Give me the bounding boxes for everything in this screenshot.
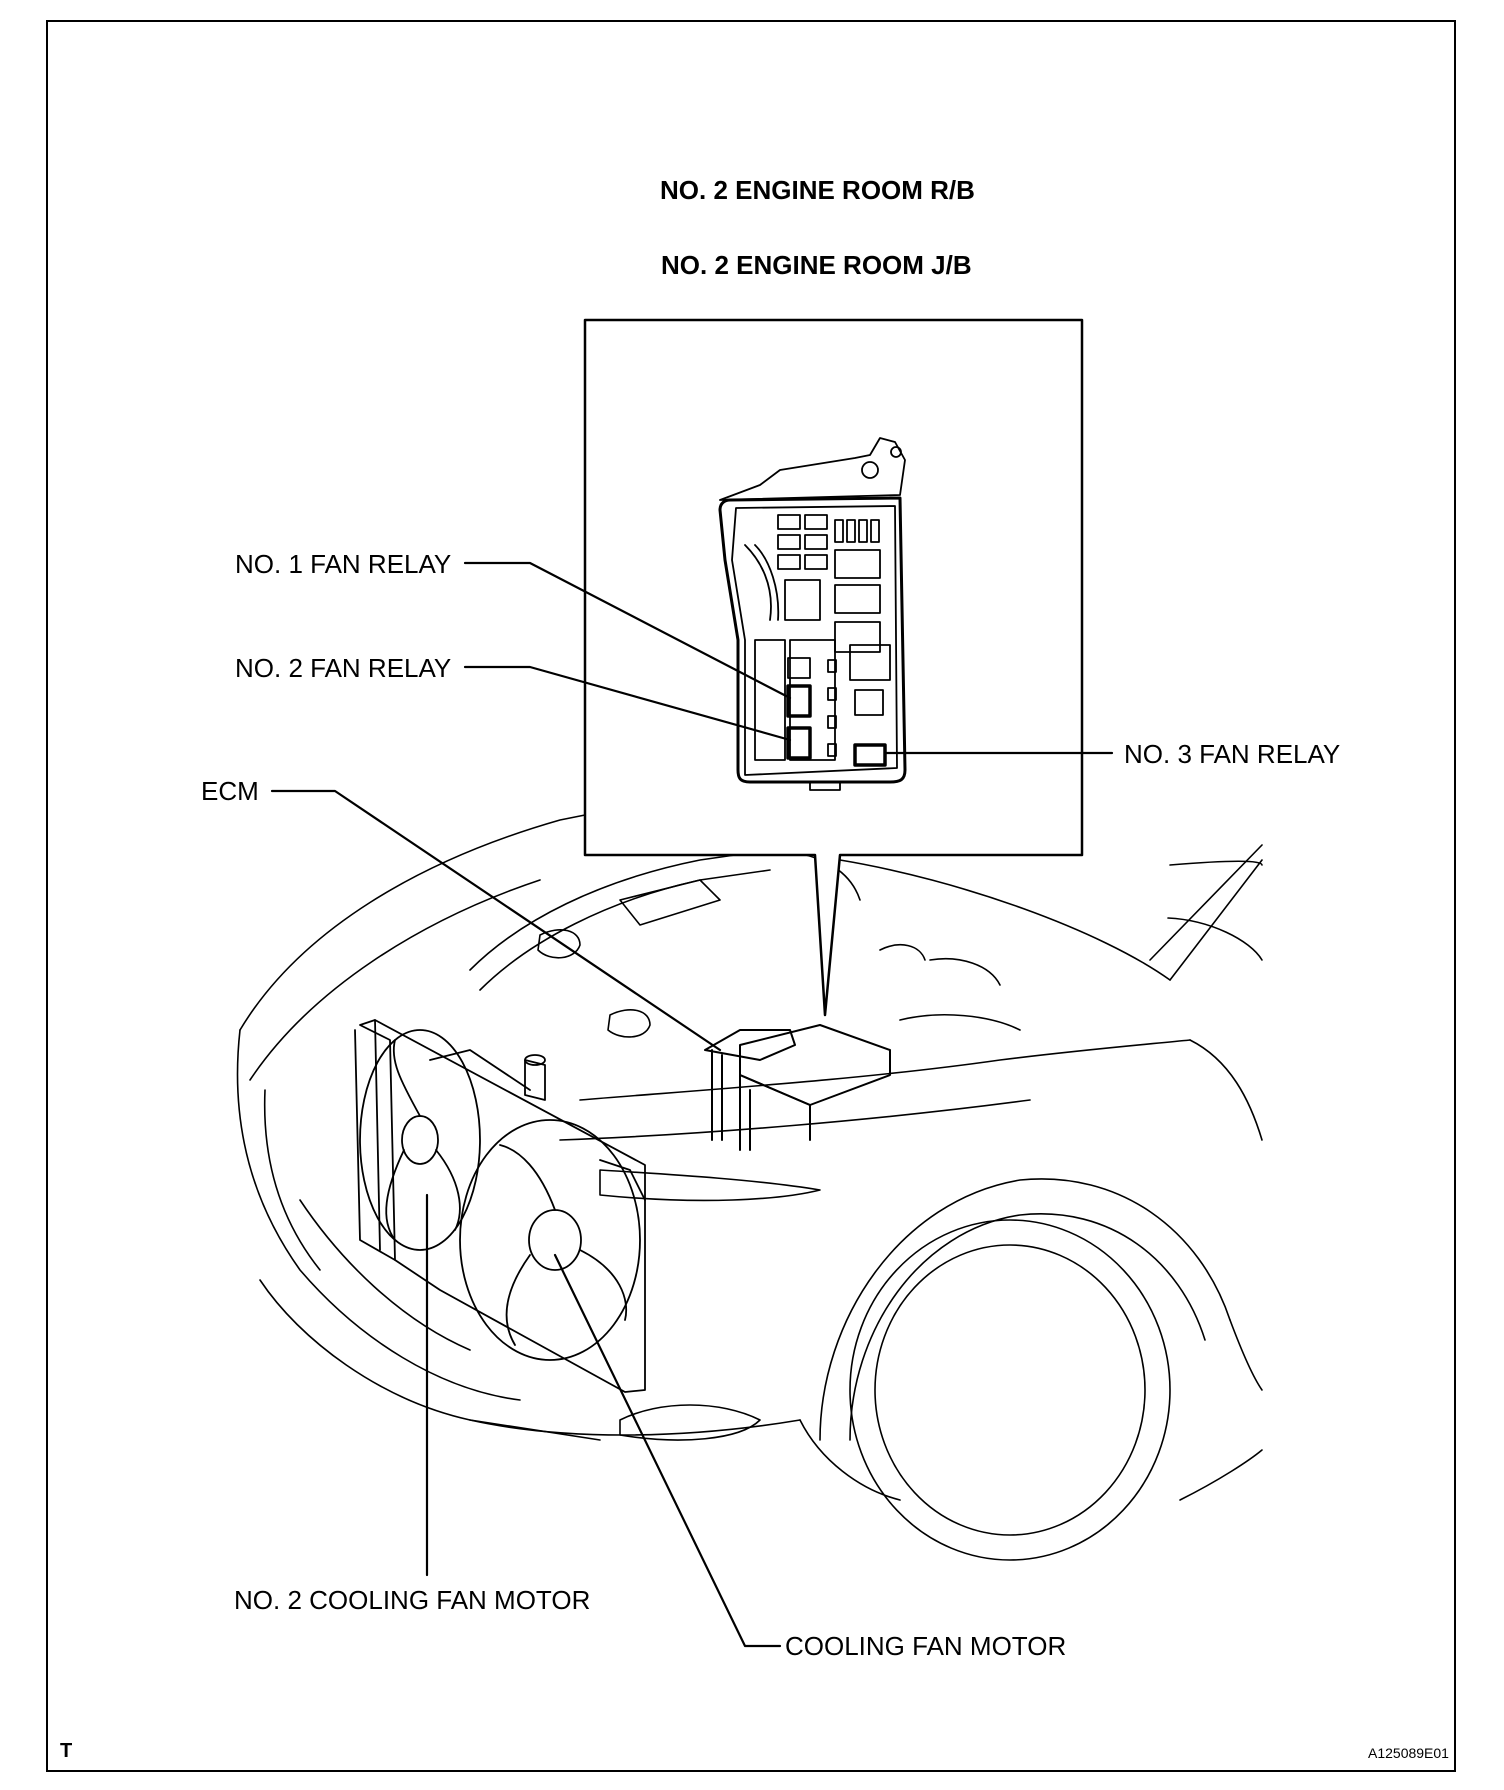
label-ecm: ECM bbox=[201, 776, 259, 806]
label-cooling-fan-motor: COOLING FAN MOTOR bbox=[785, 1631, 1067, 1661]
leader-no1-fan-relay bbox=[463, 561, 792, 700]
title-relay-block: NO. 2 ENGINE ROOM R/B bbox=[660, 175, 975, 205]
leader-no2-fan-relay bbox=[463, 665, 792, 742]
radiator-fan-assembly bbox=[354, 1019, 646, 1393]
corner-mark: T bbox=[60, 1740, 73, 1762]
label-no2-cooling-fan-motor: NO. 2 COOLING FAN MOTOR bbox=[234, 1585, 591, 1615]
title-junction-block: NO. 2 ENGINE ROOM J/B bbox=[661, 250, 972, 280]
inset-box bbox=[583, 318, 1084, 1017]
leader-ecm bbox=[270, 789, 722, 1052]
car-front-drawing bbox=[236, 814, 1263, 1561]
leader-lines bbox=[270, 561, 1114, 1648]
label-no3-fan-relay: NO. 3 FAN RELAY bbox=[1124, 739, 1341, 769]
relay-box-drawing bbox=[718, 437, 907, 791]
figure-id: A125089E01 bbox=[1368, 1745, 1449, 1761]
relay-block-in-car bbox=[704, 1029, 796, 1141]
ecm-unit bbox=[739, 1024, 891, 1151]
label-no2-fan-relay: NO. 2 FAN RELAY bbox=[235, 653, 452, 683]
label-no1-fan-relay: NO. 1 FAN RELAY bbox=[235, 549, 452, 579]
figure-frame bbox=[46, 20, 1456, 1772]
leader-cooling-fan-motor bbox=[553, 1253, 782, 1648]
